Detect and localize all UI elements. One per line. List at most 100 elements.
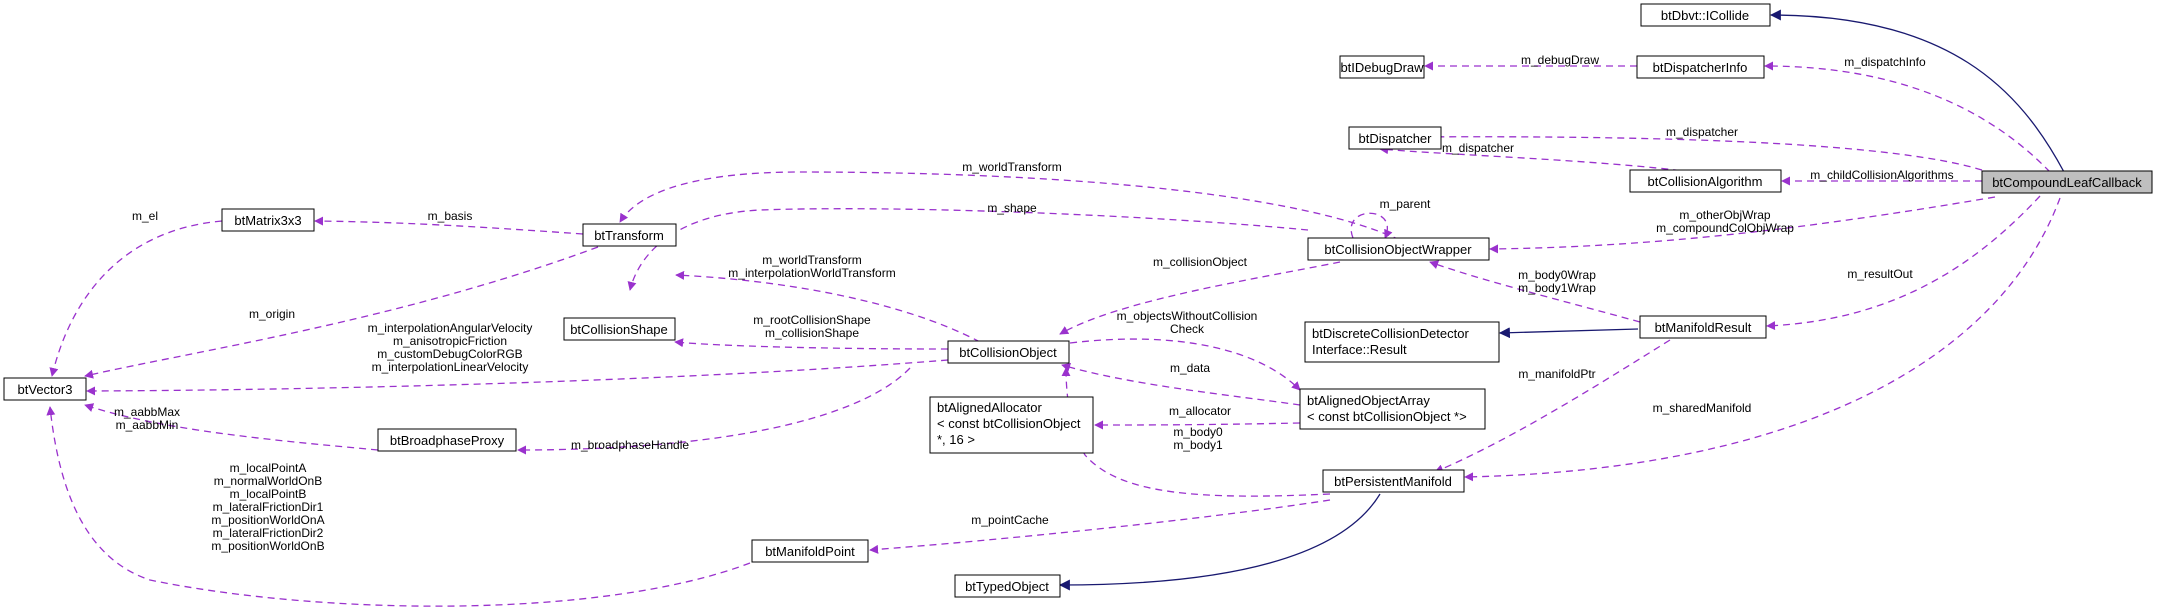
edge-label-m-point-cache: m_pointCache [971,513,1049,527]
edge-m-aabb-max [84,403,379,451]
edge-m-dispatcher-alg [1379,145,1693,173]
edge-inherit-result [1498,327,1639,339]
edge-label-m-interpolation-3: m_customDebugColorRGB [377,347,522,361]
edge-m-allocator [1094,420,1301,430]
edge-m-broadphase-handle [517,367,911,455]
edge-m-point-cache [869,499,1331,554]
node-label: btIDebugDraw [1340,60,1424,75]
edge-m-world-transform-wrapper [619,171,1401,241]
edge-label-m-body0-2: m_body1 [1173,438,1223,452]
node-bt-dispatcher[interactable]: btDispatcher [1348,126,1442,150]
edge-label-m-dispatcher: m_dispatcher [1666,125,1738,139]
node-bt-manifold-point[interactable]: btManifoldPoint [751,539,869,563]
node-label: btCollisionObject [959,345,1057,360]
node-bt-discrete-collision-detector-interface-result[interactable]: btDiscreteCollisionDetector Interface::R… [1304,321,1500,363]
edge-label-m-aabb-max-2: m_aabbMin [116,418,179,432]
node-bt-idebug-draw[interactable]: btIDebugDraw [1339,55,1425,79]
node-bt-transform[interactable]: btTransform [582,223,677,247]
node-bt-matrix3x3[interactable]: btMatrix3x3 [221,208,315,232]
node-bt-collision-algorithm[interactable]: btCollisionAlgorithm [1629,169,1782,193]
edge-label-m-allocator: m_allocator [1169,404,1231,418]
edge-m-origin [84,246,599,379]
edge-label-m-shape: m_shape [987,201,1037,215]
edge-label-m-result-out: m_resultOut [1847,267,1913,281]
node-bt-persistent-manifold[interactable]: btPersistentManifold [1322,469,1465,493]
node-bt-dispatcher-info[interactable]: btDispatcherInfo [1636,55,1765,79]
edge-m-el [49,220,223,377]
node-label: btCollisionObjectWrapper [1324,242,1472,257]
node-bt-collision-shape[interactable]: btCollisionShape [563,317,676,341]
node-bt-broadphase-proxy[interactable]: btBroadphaseProxy [377,428,517,452]
edge-label-m-local-point-6: m_lateralFrictionDir2 [213,526,324,540]
edge-label-m-collision-object: m_collisionObject [1153,255,1248,269]
node-label: < const btCollisionObject *> [1307,409,1467,424]
node-label: < const btCollisionObject [937,416,1081,431]
node-bt-collision-object-wrapper[interactable]: btCollisionObjectWrapper [1307,237,1490,261]
node-bt-vector3[interactable]: btVector3 [3,377,87,401]
node-label: btDispatcher [1359,131,1433,146]
edge-label-m-local-point-4: m_lateralFrictionDir1 [213,500,324,514]
edge-label-m-local-point-1: m_localPointA [230,461,307,475]
edge-label-m-world-transform-obj-2: m_interpolationWorldTransform [728,266,895,280]
edge-m-interpolation-angular-velocity [86,359,949,396]
edge-label-m-dispatch-info: m_dispatchInfo [1844,55,1926,69]
edge-m-body0 [1061,367,1331,497]
edge-m-collision-object [1059,261,1341,335]
edge-m-shape [627,208,1309,291]
node-label: btDispatcherInfo [1653,60,1748,75]
edge-label-m-parent: m_parent [1380,197,1431,211]
edge-m-dispatch-info [1764,61,2051,173]
edge-label-m-dispatcher-alg: m_dispatcher [1442,141,1514,155]
edge-inherit-icollide [1769,9,2065,173]
node-label: btVector3 [18,382,73,397]
edge-label-m-body0-1: m_body0 [1173,425,1223,439]
edge-m-parent [1350,212,1393,239]
edge-m-result-out [1766,195,2041,331]
node-label: btManifoldPoint [765,544,855,559]
node-label: btTransform [594,228,664,243]
edge-label-m-objects-without-collision-2: Check [1170,322,1205,336]
edge-label-m-interpolation-4: m_interpolationLinearVelocity [372,360,529,374]
edge-label-m-body0-wrap-2: m_body1Wrap [1518,281,1596,295]
edge-label-m-child-collision-algorithms: m_childCollisionAlgorithms [1810,168,1953,182]
edge-label-m-el: m_el [132,209,158,223]
node-label: btPersistentManifold [1334,474,1452,489]
edge-label-m-origin: m_origin [249,307,295,321]
edge-label-m-world-transform-obj-1: m_worldTransform [762,253,862,267]
edge-label-m-shared-manifold: m_sharedManifold [1653,401,1752,415]
node-label: btBroadphaseProxy [390,433,505,448]
edge-label-m-root-collision-shape-2: m_collisionShape [765,326,859,340]
edge-label-m-interpolation-2: m_anisotropicFriction [393,334,507,348]
edge-label-m-world-transform-wrapper: m_worldTransform [962,160,1062,174]
node-label: Interface::Result [1312,342,1407,357]
edge-label-m-basis: m_basis [428,209,473,223]
edge-label-m-objects-without-collision-1: m_objectsWithoutCollision [1117,309,1258,323]
node-bt-manifold-result[interactable]: btManifoldResult [1639,315,1767,339]
node-label: btTypedObject [965,579,1049,594]
edge-label-m-aabb-max-1: m_aabbMax [114,405,180,419]
edge-label-m-broadphase-handle: m_broadphaseHandle [571,438,689,452]
node-bt-aligned-object-array[interactable]: btAlignedObjectArray < const btCollision… [1299,388,1486,430]
node-bt-collision-object[interactable]: btCollisionObject [947,340,1070,364]
edge-label-m-local-point-7: m_positionWorldOnB [211,539,324,553]
edge-label-m-other-obj-wrap-1: m_otherObjWrap [1679,208,1770,222]
edge-m-basis [314,216,584,235]
node-label: btAlignedObjectArray [1307,393,1430,408]
edge-m-root-collision-shape [674,338,949,350]
node-bt-compound-leaf-callback[interactable]: btCompoundLeafCallback [1981,170,2153,194]
node-label: btMatrix3x3 [234,213,301,228]
node-label: btCollisionShape [570,322,668,337]
edge-m-dispatcher [1406,132,1983,171]
node-label: btDbvt::ICollide [1661,8,1749,23]
edge-inherit-typed-object [1058,493,1381,591]
edge-label-m-root-collision-shape-1: m_rootCollisionShape [753,313,871,327]
edge-label-m-body0-wrap-1: m_body0Wrap [1518,268,1596,282]
edge-label-m-local-point-2: m_normalWorldOnB [214,474,322,488]
node-label: btManifoldResult [1655,320,1752,335]
node-bt-dbvt-icollide[interactable]: btDbvt::ICollide [1640,3,1771,27]
edge-m-body0-wrap [1429,260,1641,323]
node-bt-typed-object[interactable]: btTypedObject [954,574,1061,598]
edge-label-m-manifold-ptr: m_manifoldPtr [1518,367,1595,381]
node-bt-aligned-allocator[interactable]: btAlignedAllocator < const btCollisionOb… [929,396,1094,454]
